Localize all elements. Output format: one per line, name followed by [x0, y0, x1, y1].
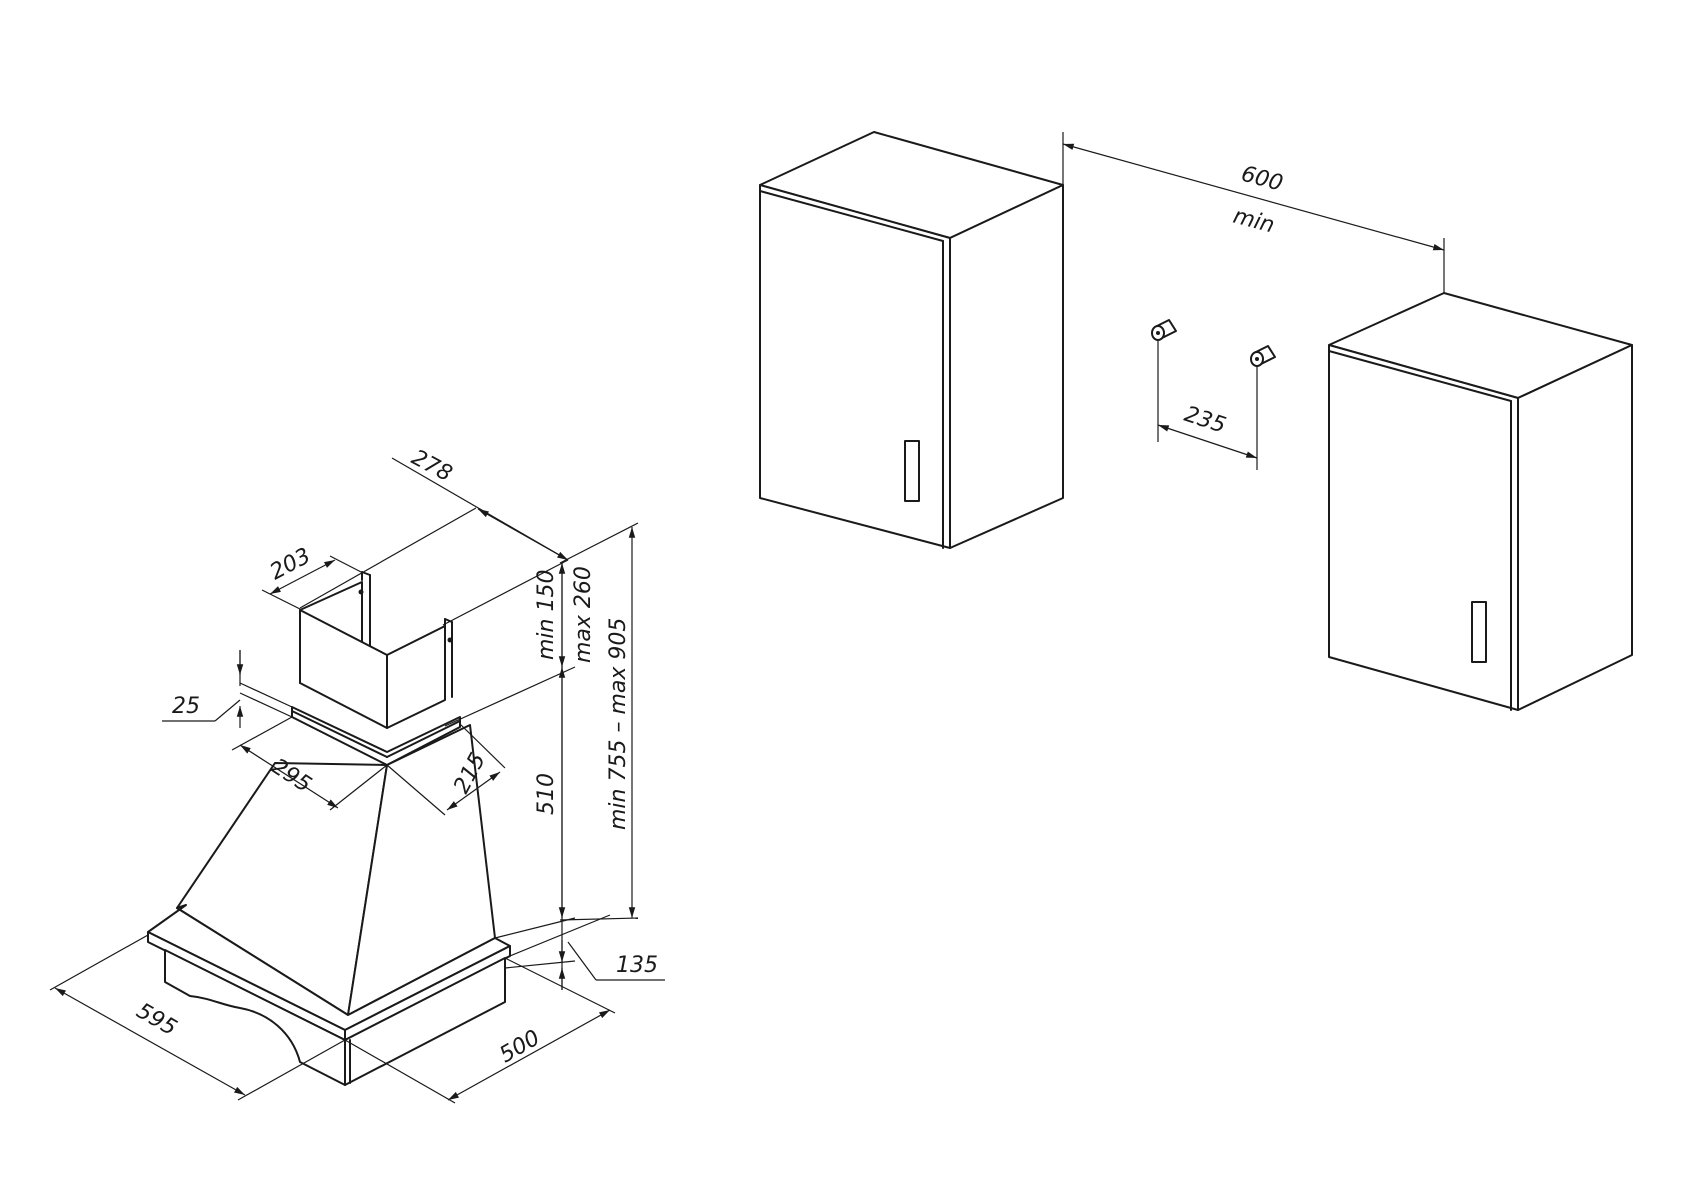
bracket-spacing-text: 235 — [1181, 402, 1229, 439]
flange-offset-text: 25 — [172, 694, 200, 719]
top-range-max-text: max 260 — [571, 566, 596, 663]
mounting-pins: 235 — [1151, 319, 1276, 470]
left-cabinet-handle — [904, 440, 920, 502]
hood-base — [147, 904, 511, 1086]
chimney-duct — [299, 571, 453, 729]
mounting-pin-right — [1250, 345, 1276, 367]
body-height-text: 510 — [534, 773, 559, 815]
cabinet-gap-dimension: 600 min — [1062, 132, 1445, 293]
hood-depth-text: 500 — [496, 1026, 545, 1069]
chimney-hood — [147, 571, 511, 1086]
gap-qualifier-text: min — [1230, 204, 1277, 239]
mounting-pin-left — [1151, 319, 1177, 341]
gap-value-text: 600 — [1238, 162, 1285, 197]
hood-collar — [291, 706, 461, 766]
hood-width-text: 595 — [132, 999, 181, 1042]
chimney-depth-text: 203 — [266, 544, 315, 586]
left-wall-cabinet — [759, 131, 1064, 549]
top-range-min-text: min 150 — [534, 570, 559, 660]
right-wall-cabinet — [1328, 292, 1633, 711]
total-height-text: min 755 – max 905 — [606, 618, 631, 830]
base-height-text: 135 — [616, 953, 658, 978]
right-cabinet-handle — [1471, 601, 1487, 663]
